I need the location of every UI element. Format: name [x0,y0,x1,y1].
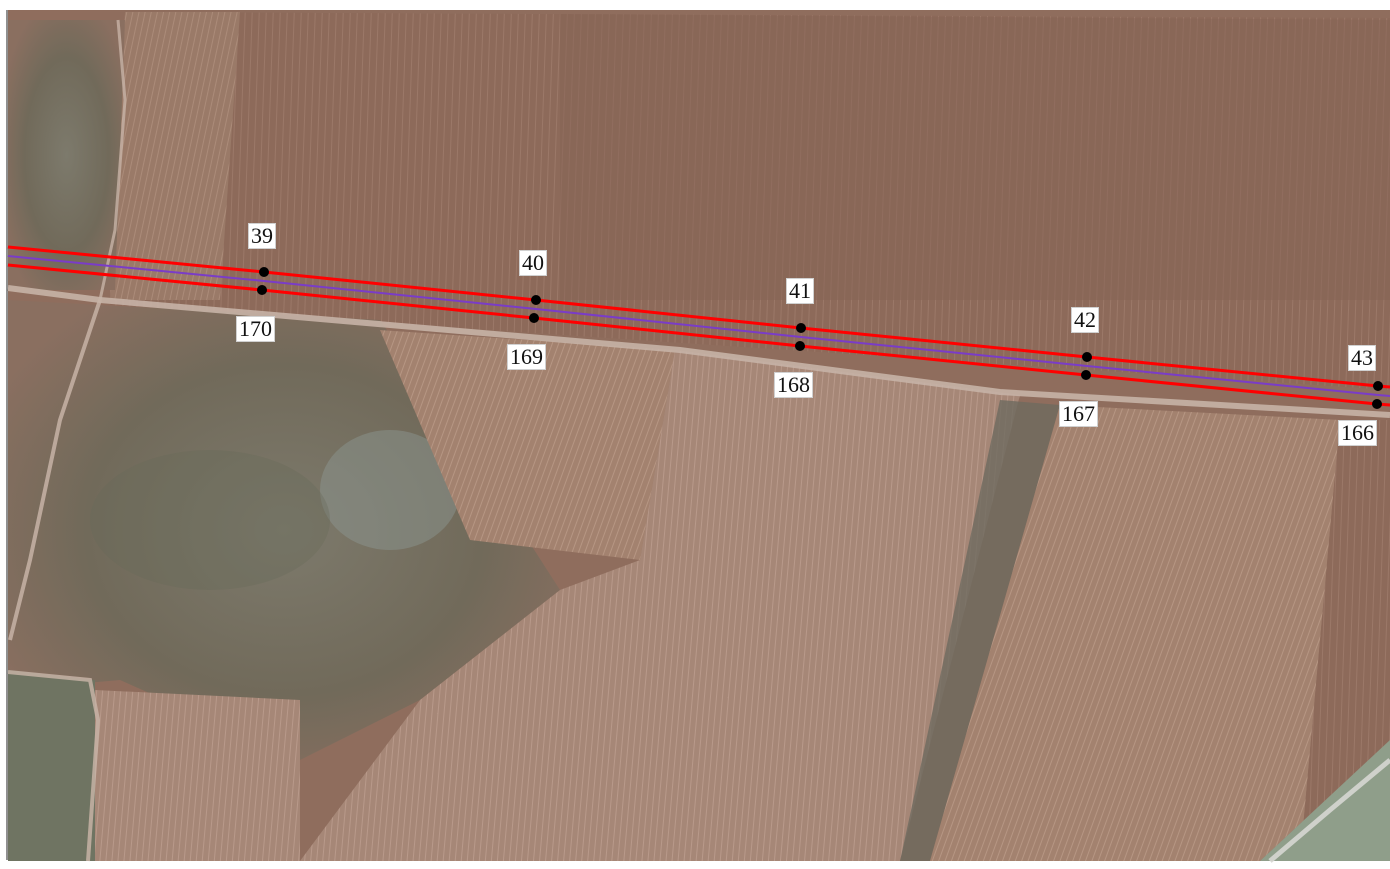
vertex-points [257,267,1383,409]
vertex-point-north[interactable] [531,295,541,305]
point-label-south: 170 [236,316,275,342]
vertex-point-north[interactable] [1373,381,1383,391]
vertex-point-north[interactable] [259,267,269,277]
point-label-north: 39 [248,223,276,249]
vertex-point-north[interactable] [1082,352,1092,362]
point-label-south: 167 [1059,401,1098,427]
vertex-point-south[interactable] [529,313,539,323]
vertex-point-south[interactable] [1372,399,1382,409]
point-label-north: 41 [786,278,814,304]
point-label-south: 168 [774,372,813,398]
vertex-point-south[interactable] [1081,370,1091,380]
point-label-south: 166 [1338,420,1377,446]
corridor-centerline[interactable] [7,255,1390,397]
vertex-point-south[interactable] [795,341,805,351]
point-label-north: 40 [519,250,547,276]
point-label-north: 42 [1071,307,1099,333]
satellite-imagery [7,10,1390,863]
vertex-point-south[interactable] [257,285,267,295]
vertex-point-north[interactable] [796,323,806,333]
point-label-north: 43 [1348,345,1376,371]
point-label-south: 169 [507,344,546,370]
